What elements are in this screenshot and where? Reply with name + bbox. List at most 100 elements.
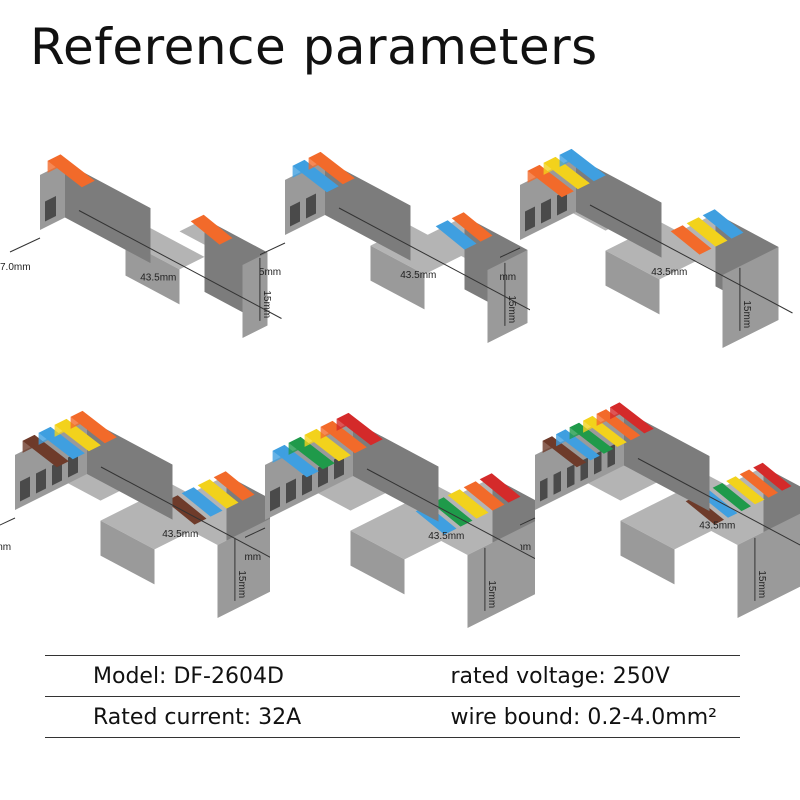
- spec-wire-bound: wire bound: 0.2-4.0mm²: [450, 704, 717, 730]
- spec-row: Rated current: 32A wire bound: 0.2-4.0mm…: [45, 696, 740, 738]
- wire-port: [557, 190, 567, 216]
- lever-front-edge: [542, 436, 553, 453]
- connector-front-side: [87, 419, 173, 520]
- lever-back-yellow: [197, 479, 239, 509]
- wire-port: [52, 460, 62, 486]
- lever-front-edge: [543, 156, 556, 175]
- connector-bridge-side: [605, 250, 660, 315]
- lever-front-edge: [583, 415, 593, 433]
- lever-front-orange: [596, 409, 641, 441]
- dimension-length-line: [589, 204, 793, 314]
- length-label: 43.5mm: [428, 531, 464, 542]
- connector-front-side: [353, 421, 439, 522]
- wire-port: [302, 470, 312, 496]
- lever-front-edge: [292, 159, 305, 178]
- wire-port: [541, 198, 551, 224]
- wire-port: [540, 477, 548, 502]
- connector-5-lever: 43.5mm29.8mm15mm: [245, 412, 535, 628]
- width-label: 18.8mm: [500, 272, 516, 283]
- product-grid: 43.5mm 7.0mm 15mm 43.5mm 12.5mm 15mm 43.5mm 1…: [0, 80, 800, 640]
- lever-front-edge: [559, 148, 572, 167]
- connector-front-side: [576, 157, 662, 258]
- lever-back-yellow: [686, 217, 728, 247]
- lever-back-green: [431, 497, 473, 527]
- connector-back-face: [242, 252, 268, 338]
- wire-port: [334, 454, 344, 480]
- dimension-length-line: [637, 458, 800, 546]
- lever-front-edge: [596, 409, 607, 426]
- lever-front-edge: [288, 436, 301, 455]
- lever-front-edge: [308, 151, 321, 170]
- lever-front-edge: [38, 426, 51, 445]
- wire-port: [553, 471, 561, 495]
- lever-back-blue: [181, 487, 223, 517]
- lever-front-blue: [556, 429, 600, 461]
- lever-front-edge: [527, 164, 540, 183]
- length-label: 43.5mm: [140, 273, 176, 284]
- dimension-width-line: [9, 237, 41, 253]
- dimension-length-line: [338, 207, 530, 311]
- height-label: 15mm: [261, 290, 272, 318]
- wire-port: [36, 468, 46, 494]
- spec-row: Model: DF-2604D rated voltage: 250V: [45, 655, 740, 696]
- lever-front-brown: [542, 436, 587, 468]
- wire-port: [318, 462, 328, 488]
- lever-back-brown: [685, 496, 724, 525]
- lever-front-edge: [272, 444, 285, 463]
- connector-2-lever: 43.5mm 12.5mm 15mm: [260, 151, 530, 343]
- width-label: 12.5mm: [260, 267, 281, 278]
- lever-front-green: [569, 422, 614, 454]
- lever-front-edge: [320, 420, 333, 439]
- page-title: Reference parameters: [30, 18, 598, 76]
- connector-back-face: [722, 247, 779, 348]
- connector-3-lever: 43.5mm18.8mm15mm: [500, 148, 793, 348]
- wire-port: [286, 478, 296, 504]
- dimension-width-line: [0, 517, 16, 526]
- lever-back-yellow: [726, 476, 765, 505]
- lever-front-edge: [54, 418, 67, 437]
- connector-bridge-side: [370, 245, 425, 310]
- lever-back-orange: [463, 481, 505, 511]
- wire-port: [290, 201, 300, 227]
- lever-back-brown: [165, 495, 207, 525]
- lever-front-edge: [304, 428, 317, 447]
- width-label: 23.5mm: [0, 542, 11, 553]
- connector-1-lever: 43.5mm 7.0mm 15mm: [0, 154, 282, 338]
- height-label: 15mm: [236, 570, 247, 598]
- height-label: 15mm: [756, 570, 767, 598]
- width-label: 7.0mm: [0, 262, 31, 273]
- lever-back-blue: [702, 209, 744, 239]
- connector-bridge-side: [350, 530, 405, 595]
- lever-back-orange: [670, 225, 712, 255]
- spec-model: Model: DF-2604D: [93, 663, 284, 689]
- wire-port: [20, 476, 30, 502]
- height-label: 15mm: [741, 300, 752, 328]
- lever-front-edge: [336, 412, 349, 431]
- lever-back-green: [712, 483, 751, 512]
- connector-front-side: [624, 410, 710, 512]
- spec-rated-voltage: rated voltage: 250V: [450, 663, 670, 689]
- connector-back-face: [737, 513, 800, 618]
- lever-back-orange: [190, 214, 233, 245]
- lever-front-edge: [610, 402, 620, 420]
- spec-table: Model: DF-2604D rated voltage: 250V Rate…: [45, 655, 740, 738]
- length-label: 43.5mm: [162, 529, 198, 540]
- dimension-length-line: [100, 466, 270, 558]
- connector-front-face: [40, 162, 65, 230]
- length-label: 43.5mm: [400, 270, 436, 281]
- height-label: 15mm: [486, 580, 497, 608]
- lever-back-orange: [451, 212, 493, 242]
- lever-front-edge: [556, 429, 566, 447]
- dimension-width-line: [260, 242, 286, 256]
- connector-front-side: [65, 162, 151, 264]
- height-label: 15mm: [506, 295, 517, 323]
- spec-rated-current: Rated current: 32A: [93, 704, 302, 730]
- connector-bridge-side: [620, 520, 675, 585]
- wire-port: [270, 486, 280, 512]
- lever-back-red: [753, 462, 792, 491]
- lever-back-yellow: [447, 489, 489, 519]
- connector-back-face: [467, 521, 535, 628]
- lever-front-yellow: [583, 415, 627, 447]
- connector-bridge-top: [350, 486, 493, 560]
- wire-port: [567, 464, 575, 488]
